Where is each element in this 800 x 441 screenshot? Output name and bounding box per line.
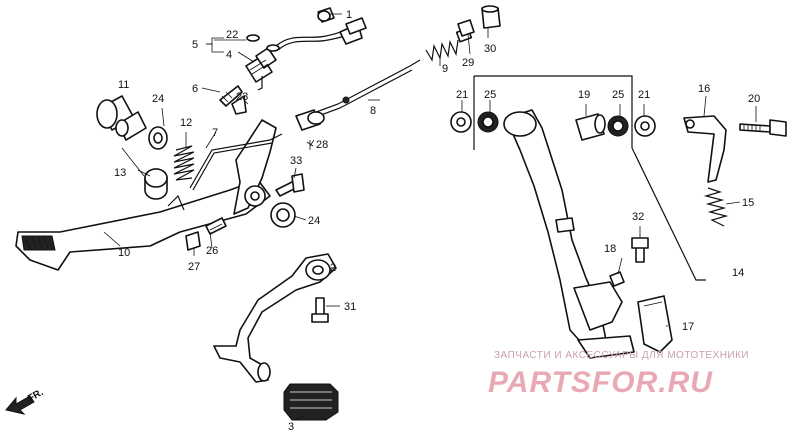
brake-arm-6 xyxy=(219,85,247,115)
spring-arm-16 xyxy=(683,115,727,183)
spring-12 xyxy=(173,145,195,181)
main-stand xyxy=(473,75,706,359)
bolt-31 xyxy=(311,297,329,323)
direction-arrow: FR. xyxy=(5,387,46,415)
nut-30 xyxy=(481,5,501,29)
callout-11: 11 xyxy=(118,79,129,91)
clip-1 xyxy=(317,7,335,23)
switch-assembly xyxy=(245,17,367,91)
watermark-brand: PARTSFOR.RU xyxy=(488,366,713,399)
callout-4: 4 xyxy=(226,49,232,61)
washer-21-a xyxy=(450,111,472,133)
washer-21-b xyxy=(634,115,656,137)
callout-7: 7 xyxy=(212,127,218,139)
washer-24-right xyxy=(270,202,296,228)
watermark: ЗАПЧАСТИ И АКСЕССУАРЫ ДЛЯ МОТОТЕХНИКИ PA… xyxy=(488,350,749,399)
watermark-caption: ЗАПЧАСТИ И АКСЕССУАРЫ ДЛЯ МОТОТЕХНИКИ xyxy=(494,350,749,361)
callout-labels: 1 2 3 4 5 6 7 8 9 10 11 12 13 14 15 16 1… xyxy=(114,9,760,433)
callout-10: 10 xyxy=(118,247,130,259)
callout-25b: 25 xyxy=(612,89,624,101)
screw-28 xyxy=(306,140,314,150)
callout-2: 2 xyxy=(330,262,336,274)
pivot-collar xyxy=(96,95,147,141)
callout-29: 29 xyxy=(462,57,474,69)
bolt-20 xyxy=(739,119,787,137)
leader-lines xyxy=(103,13,757,421)
callout-23: 23 xyxy=(236,91,248,103)
callout-18: 18 xyxy=(604,243,616,255)
callout-16: 16 xyxy=(698,83,710,95)
callout-21b: 21 xyxy=(638,89,650,101)
callout-27: 27 xyxy=(188,261,200,273)
stopper-rubber-17 xyxy=(637,295,673,353)
washer-24-left xyxy=(148,126,168,150)
callout-24a: 24 xyxy=(152,93,164,105)
callout-1: 1 xyxy=(346,9,352,21)
footpeg-rubber-3 xyxy=(283,383,339,421)
callout-15: 15 xyxy=(742,197,754,209)
bolt-33 xyxy=(275,173,305,197)
callout-5: 5 xyxy=(192,39,198,51)
callout-8: 8 xyxy=(370,105,376,117)
collar-19 xyxy=(575,113,606,141)
pin-26 xyxy=(205,217,227,235)
pin-18 xyxy=(609,271,625,287)
callout-19: 19 xyxy=(578,89,590,101)
callout-9: 9 xyxy=(442,63,448,75)
callout-6: 6 xyxy=(192,83,198,95)
callout-33: 33 xyxy=(290,155,302,167)
callout-25a: 25 xyxy=(484,89,496,101)
callout-21a: 21 xyxy=(456,89,468,101)
callout-13: 13 xyxy=(114,167,126,179)
callout-24b: 24 xyxy=(308,215,320,227)
brake-pedal xyxy=(15,119,277,271)
callout-12: 12 xyxy=(180,117,192,129)
seal-25-a xyxy=(477,111,499,133)
joint-29 xyxy=(457,19,475,37)
nut-27 xyxy=(185,231,201,251)
direction-label: FR. xyxy=(26,387,46,405)
collar-13 xyxy=(144,168,168,200)
cable-8 xyxy=(295,59,421,131)
brake-rod-7 xyxy=(189,133,283,191)
callout-14: 14 xyxy=(732,267,744,279)
callout-22: 22 xyxy=(226,29,238,41)
callout-31: 31 xyxy=(344,301,356,313)
spring-15 xyxy=(703,187,729,227)
callout-30: 30 xyxy=(484,43,496,55)
callout-17: 17 xyxy=(682,321,694,333)
seal-25-b xyxy=(607,115,629,137)
bolt-32 xyxy=(631,237,649,263)
pedal-2 xyxy=(213,253,337,383)
callout-32: 32 xyxy=(632,211,644,223)
callout-26: 26 xyxy=(206,245,218,257)
callout-3: 3 xyxy=(288,421,294,433)
callout-20: 20 xyxy=(748,93,760,105)
callout-28: 28 xyxy=(316,139,328,151)
